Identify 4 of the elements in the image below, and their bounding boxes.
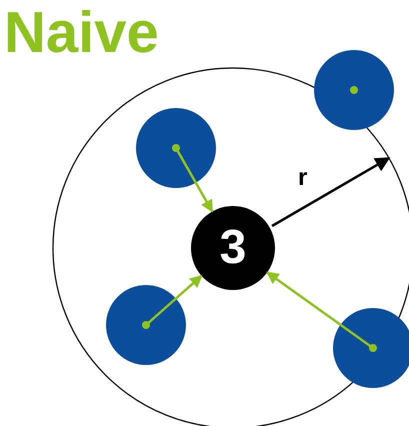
arrow bbox=[145, 274, 202, 326]
arrow bbox=[266, 271, 374, 350]
title: Naive bbox=[4, 4, 159, 62]
radius-label: r bbox=[298, 166, 308, 190]
